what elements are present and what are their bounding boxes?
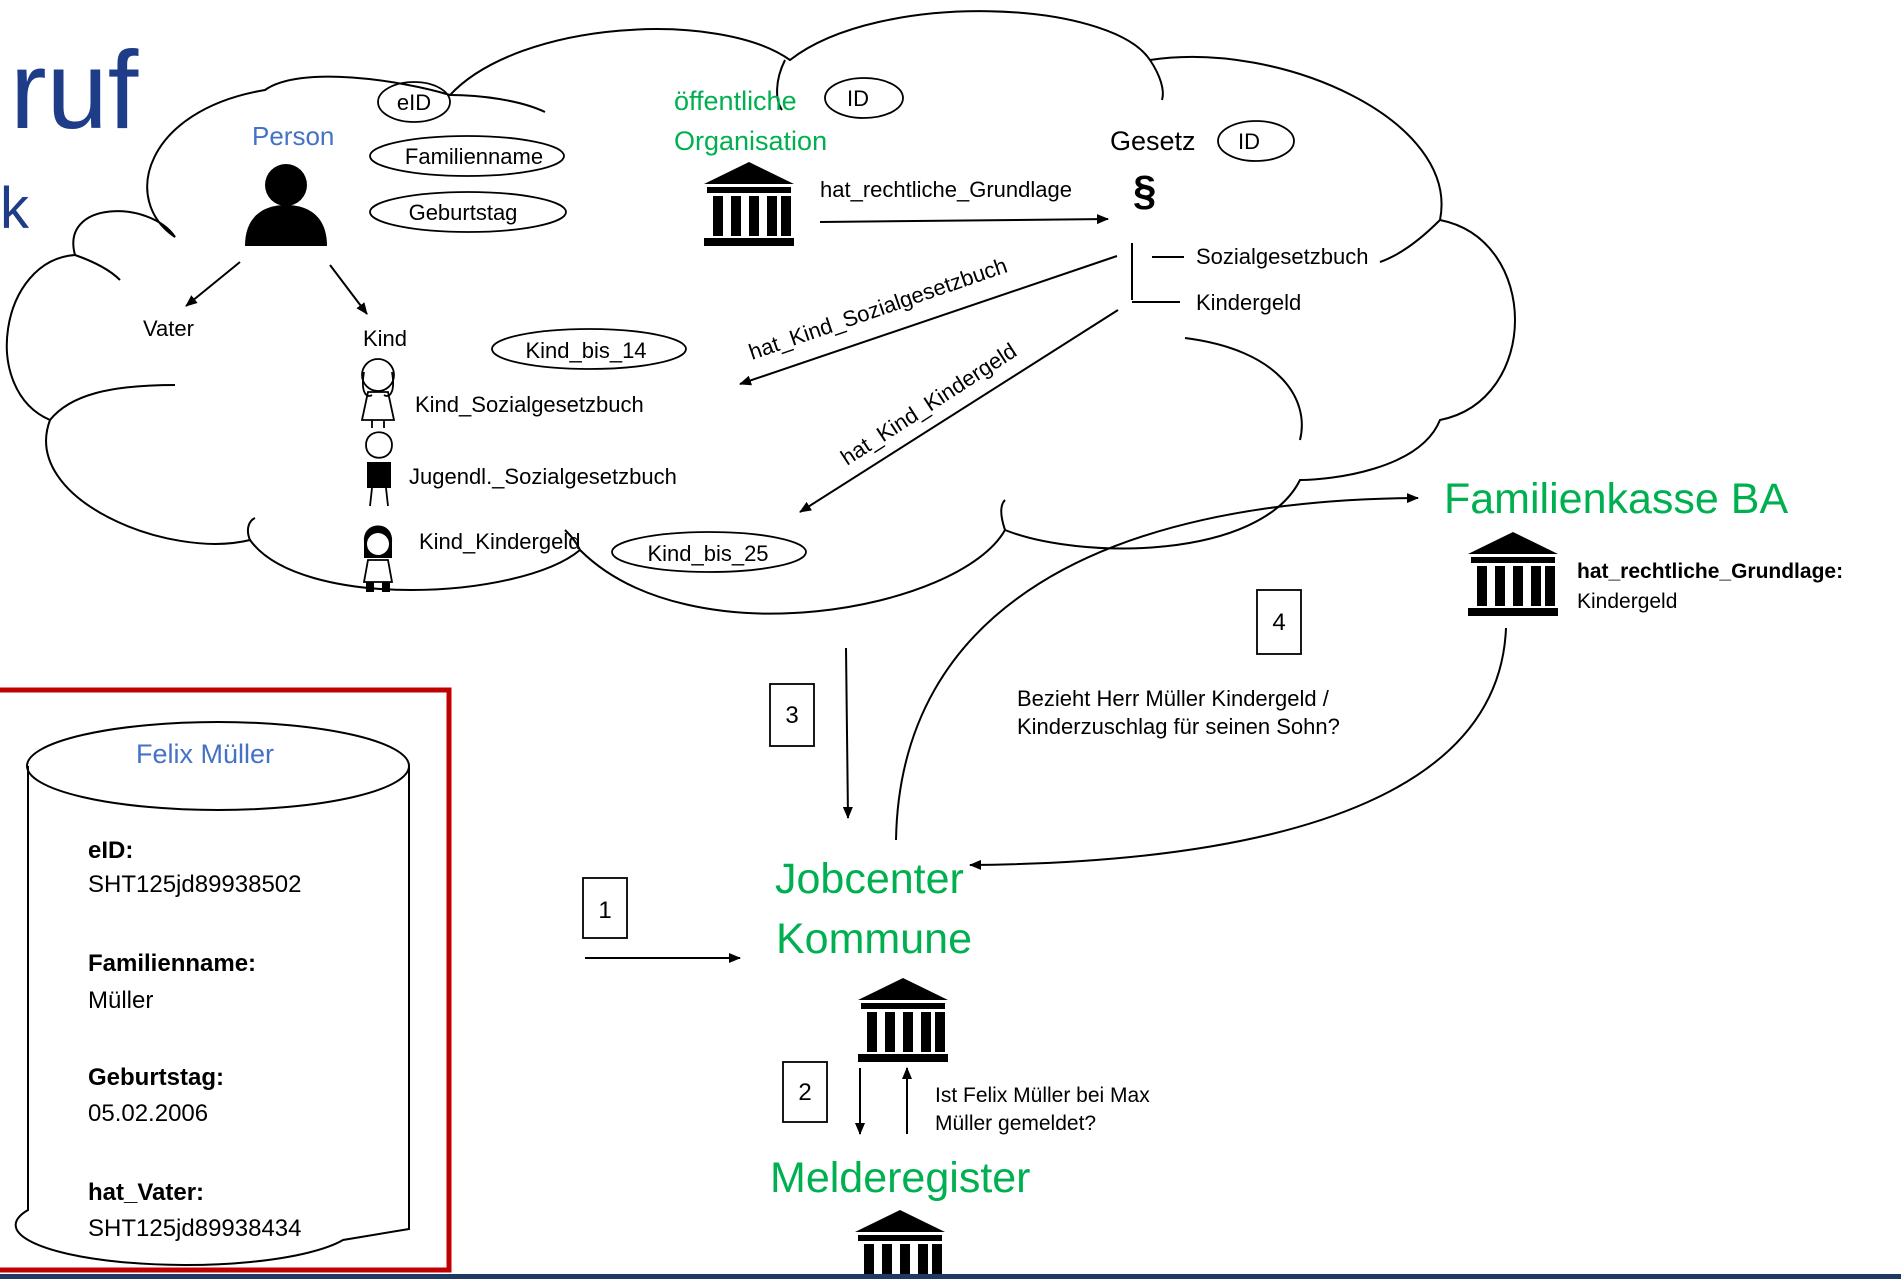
person-label: Person	[252, 121, 334, 151]
cloud-fold	[1000, 499, 1006, 531]
slide-title-fragment: ruf	[10, 29, 139, 152]
kind-bis-25: Kind_bis_25	[647, 541, 768, 566]
step-3-box	[769, 683, 815, 747]
cloud-fold	[449, 94, 546, 113]
melderegister-label: Melderegister	[770, 1154, 1031, 1202]
gesetz-subtype-sgb: Sozialgesetzbuch	[1196, 244, 1368, 269]
kind-bis-25-oval	[611, 531, 807, 573]
arrow-person-vater	[185, 261, 241, 307]
kind-label: Kind	[363, 326, 407, 351]
kind-type-jugendl-sgb: Jugendl._Sozialgesetzbuch	[409, 464, 677, 489]
cloud-fold	[246, 517, 256, 541]
record-geburtstag-label: Geburtstag:	[88, 1064, 224, 1091]
record-name: Felix Müller	[136, 739, 274, 769]
fk-question-line1: Bezieht Herr Müller Kindergeld /	[1017, 686, 1330, 711]
person-icon	[245, 164, 327, 246]
record-vater-value: SHT125jd89938434	[88, 1215, 302, 1242]
footer-bar	[0, 1274, 1901, 1279]
vater-label: Vater	[143, 316, 194, 341]
slide-subtitle-fragment: k	[0, 176, 30, 241]
building-icon	[1468, 532, 1558, 616]
gesetz-label: Gesetz	[1110, 126, 1196, 156]
relation-kind-sgb: hat_Kind_Sozialgesetzbuch	[745, 253, 1010, 365]
melde-question-line1: Ist Felix Müller bei Max	[935, 1084, 1150, 1107]
gesetz-id: ID	[1238, 129, 1260, 154]
org-id: ID	[847, 86, 869, 111]
fk-grundlage-label: hat_rechtliche_Grundlage:	[1577, 560, 1843, 583]
step-2: 2	[798, 1079, 811, 1106]
attr-familienname: Familienname	[405, 144, 543, 169]
gesetz-subtype-tree	[1131, 243, 1184, 303]
relation-grundlage: hat_rechtliche_Grundlage	[820, 177, 1072, 202]
org-label-line2: Organisation	[674, 126, 827, 156]
step-1-box	[582, 877, 628, 939]
boy-icon	[365, 431, 393, 507]
record-familienname-value: Müller	[88, 987, 153, 1014]
cloud-fold	[1149, 59, 1164, 101]
record-eid-label: eID:	[88, 837, 133, 864]
gesetz-subtype-kindergeld: Kindergeld	[1196, 290, 1301, 315]
step-4-box	[1256, 589, 1302, 655]
record-vater-label: hat_Vater:	[88, 1179, 204, 1206]
kind-bis-14-oval	[491, 328, 687, 370]
record-familienname-label: Familienname:	[88, 950, 256, 977]
arrow-jobcenter-familienkasse	[895, 493, 1419, 841]
gesetz-id-oval	[1217, 120, 1295, 162]
girl-icon	[360, 358, 396, 428]
fk-question-line2: Kinderzuschlag für seinen Sohn?	[1017, 714, 1340, 739]
arrow-familienkasse-jobcenter	[969, 627, 1507, 870]
jobcenter-line1: Jobcenter	[775, 855, 964, 903]
attr-geburtstag-oval	[369, 191, 567, 233]
paragraph-icon: §	[1133, 167, 1156, 214]
knowledge-cloud	[5, 10, 1516, 615]
cloud-fold	[74, 254, 121, 281]
org-label-line1: öffentliche	[674, 86, 797, 116]
step-1: 1	[598, 897, 611, 924]
step-3: 3	[785, 702, 798, 729]
jobcenter-line2: Kommune	[776, 915, 972, 963]
building-icon	[858, 978, 948, 1062]
kind-type-sgb: Kind_Sozialgesetzbuch	[415, 392, 644, 417]
record-frame	[0, 687, 452, 1273]
child-icon	[362, 525, 394, 592]
step-2-box	[782, 1061, 828, 1123]
cloud-fold	[1379, 219, 1441, 263]
melde-question-line2: Müller gemeldet?	[935, 1112, 1096, 1135]
attr-geburtstag: Geburtstag	[409, 200, 518, 225]
relation-kind-kg: hat_Kind_Kindergeld	[836, 338, 1021, 470]
arrow-cloud-jobcenter	[842, 647, 853, 819]
attr-eid: eID	[397, 90, 431, 115]
cloud-fold	[1184, 337, 1303, 441]
cloud-fold	[776, 59, 786, 111]
record-eid-value: SHT125jd89938502	[88, 871, 302, 898]
cloud-fold	[564, 529, 581, 551]
kind-bis-14: Kind_bis_14	[525, 338, 646, 363]
record-geburtstag-value: 05.02.2006	[88, 1100, 208, 1127]
record-cylinder	[14, 721, 410, 1267]
arrow-gesetz-kind-sgb	[739, 255, 1118, 386]
step-4: 4	[1272, 609, 1285, 636]
building-icon	[704, 162, 794, 246]
attr-eid-oval	[377, 81, 451, 123]
kind-type-kindergeld: Kind_Kindergeld	[419, 529, 580, 554]
arrow-gesetz-kind-kg	[799, 309, 1119, 513]
fk-grundlage-value: Kindergeld	[1577, 590, 1677, 613]
attr-familienname-oval	[369, 135, 565, 177]
arrow-person-kind	[329, 264, 368, 315]
arrow-org-gesetz	[819, 214, 1109, 225]
building-icon	[855, 1210, 945, 1284]
cloud-fold	[49, 384, 176, 421]
org-id-oval	[824, 77, 904, 119]
familienkasse-label: Familienkasse BA	[1444, 475, 1788, 523]
